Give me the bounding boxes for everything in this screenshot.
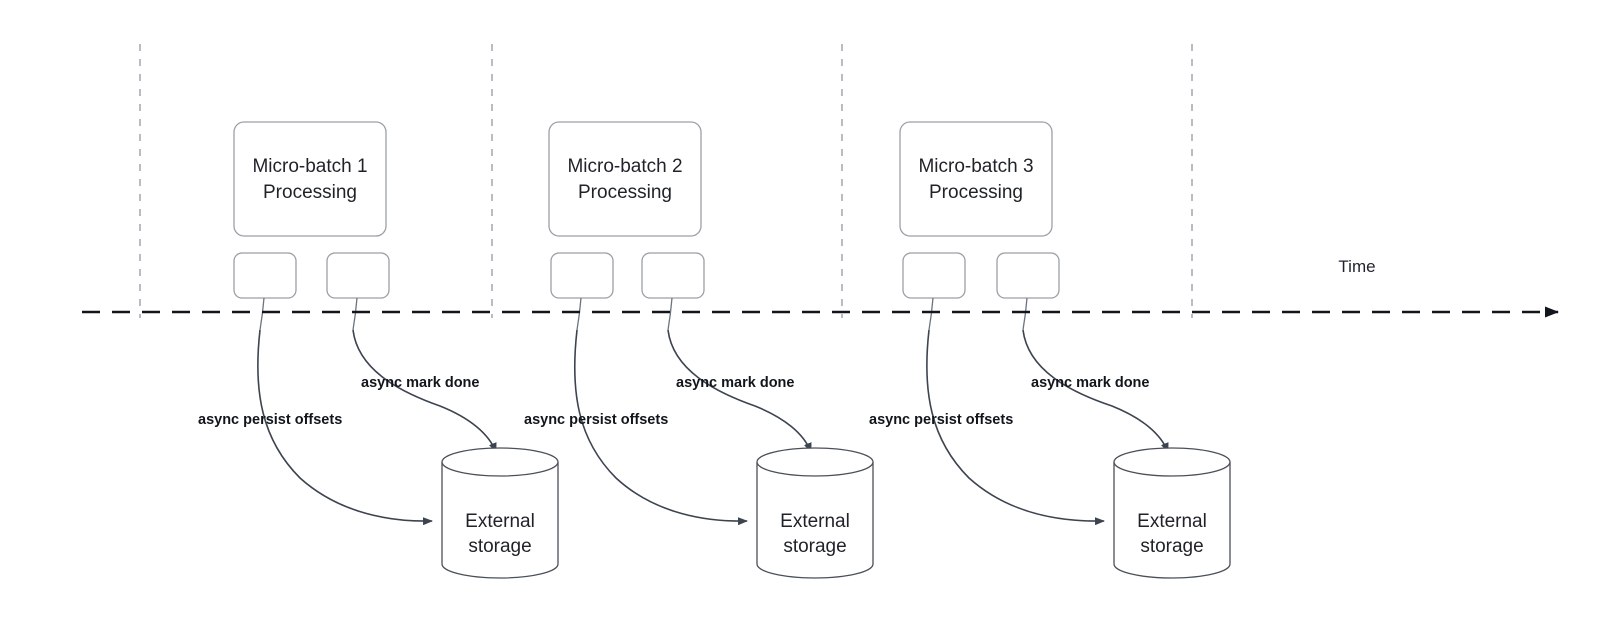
tick-lines-group	[139, 44, 1193, 318]
mark-done-curve-2	[667, 329, 812, 453]
micro-batch-2-label-line2: Processing	[578, 182, 672, 203]
external-storage-3-label-line1: External	[1137, 511, 1207, 532]
cylinder-top-2	[756, 447, 874, 477]
mark-done-stub-2	[667, 297, 673, 331]
micro-batch-1-box[interactable]	[233, 121, 387, 237]
micro-batch-group-2: Micro-batch 2 Processing async persist o…	[524, 121, 874, 579]
cylinder-body-3	[1113, 462, 1231, 579]
time-axis-group: Time	[82, 257, 1559, 318]
cylinder-body-1	[441, 462, 559, 579]
annotation-async-mark-done-2: async mark done	[676, 375, 794, 391]
time-axis-label: Time	[1338, 257, 1375, 276]
mark-done-stub-1	[352, 297, 358, 331]
persist-offsets-task-2[interactable]	[550, 252, 614, 299]
persist-offsets-curve-2	[573, 329, 748, 526]
persist-stub-3	[928, 297, 934, 331]
micro-batch-3-label-line1: Micro-batch 3	[918, 156, 1033, 177]
micro-batch-3-label-line2: Processing	[929, 182, 1023, 203]
persist-stub-2	[576, 297, 582, 331]
persist-stub-1	[259, 297, 265, 331]
annotation-async-mark-done-3: async mark done	[1031, 375, 1149, 391]
mark-done-curve-1	[352, 329, 497, 453]
mark-done-task-2[interactable]	[641, 252, 705, 299]
persist-offsets-curve-1	[257, 329, 433, 526]
micro-batch-1-label-line2: Processing	[263, 182, 357, 203]
mark-done-task-3[interactable]	[996, 252, 1060, 299]
mark-done-task-1[interactable]	[326, 252, 390, 299]
external-storage-1-label-line1: External	[465, 511, 535, 532]
annotation-async-persist-offsets-3: async persist offsets	[869, 412, 1013, 428]
external-storage-3-label-line2: storage	[1140, 536, 1203, 557]
external-storage-2-label-line2: storage	[783, 536, 846, 557]
micro-batch-group-3: Micro-batch 3 Processing async persist o…	[869, 121, 1231, 579]
persist-offsets-curve-3	[926, 329, 1105, 526]
cylinder-top-1	[441, 447, 559, 477]
mark-done-curve-3	[1022, 329, 1169, 453]
annotation-async-persist-offsets-2: async persist offsets	[524, 412, 668, 428]
external-storage-cylinder-2[interactable]: External storage	[756, 447, 874, 579]
external-storage-cylinder-3[interactable]: External storage	[1113, 447, 1231, 579]
micro-batch-2-label-line1: Micro-batch 2	[567, 156, 682, 177]
persist-offsets-task-1[interactable]	[233, 252, 297, 299]
external-storage-2-label-line1: External	[780, 511, 850, 532]
micro-batch-3-box[interactable]	[899, 121, 1053, 237]
persist-offsets-task-3[interactable]	[902, 252, 966, 299]
annotation-async-persist-offsets-1: async persist offsets	[198, 412, 342, 428]
micro-batch-group-1: Micro-batch 1 Processing async persist o…	[198, 121, 559, 579]
external-storage-cylinder-1[interactable]: External storage	[441, 447, 559, 579]
cylinder-top-3	[1113, 447, 1231, 477]
micro-batch-1-label-line1: Micro-batch 1	[252, 156, 367, 177]
cylinder-body-2	[756, 462, 874, 579]
mark-done-stub-3	[1022, 297, 1028, 331]
annotation-async-mark-done-1: async mark done	[361, 375, 479, 391]
micro-batch-2-box[interactable]	[548, 121, 702, 237]
external-storage-1-label-line2: storage	[468, 536, 531, 557]
